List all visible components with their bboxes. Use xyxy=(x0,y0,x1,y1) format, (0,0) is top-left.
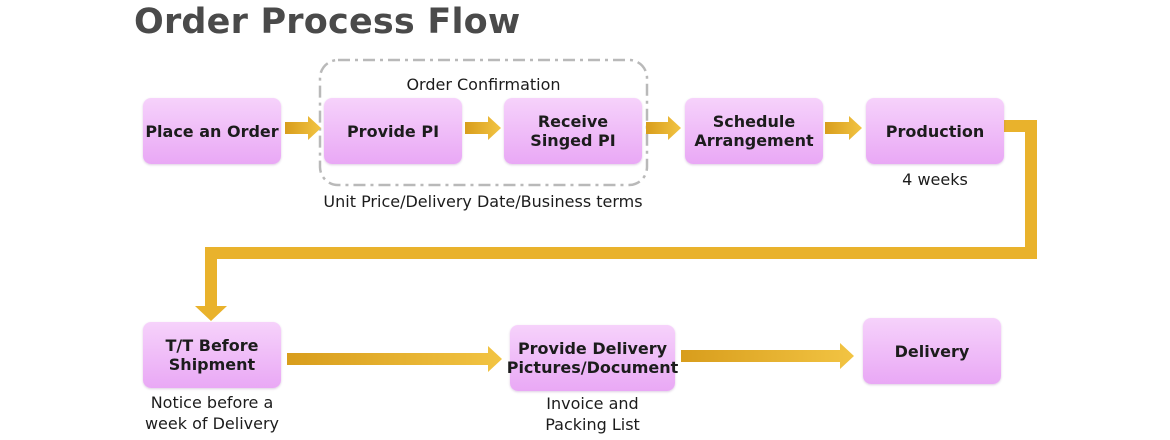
arrow-provide-to-receive xyxy=(465,116,501,140)
step-schedule-arrangement: Schedule Arrangement xyxy=(685,98,823,164)
notice-note: Notice before a week of Delivery xyxy=(144,393,280,433)
order-confirmation-group-border xyxy=(318,58,649,187)
arrow-provide-delivery-to-delivery xyxy=(681,343,854,369)
production-time-note: 4 weeks xyxy=(902,170,968,189)
order-confirmation-label: Order Confirmation xyxy=(406,75,561,94)
step-receive-signed-pi: Receive Singed PI xyxy=(504,98,642,164)
step-provide-pi: Provide PI xyxy=(324,98,462,164)
arrow-tt-to-provide-delivery xyxy=(287,346,502,372)
terms-note: Unit Price/Delivery Date/Business terms xyxy=(323,192,643,211)
arrow-receive-to-schedule xyxy=(646,116,681,140)
step-tt-before-shipment: T/T Before Shipment xyxy=(143,322,281,388)
step-provide-delivery-pictures: Provide Delivery Pictures/Document xyxy=(507,325,678,391)
invoice-note: Invoice and Packing List xyxy=(545,394,640,434)
step-place-order: Place an Order xyxy=(143,98,281,164)
step-production: Production xyxy=(866,98,1004,164)
arrow-place-to-provide xyxy=(285,116,321,140)
diagram-title: Order Process Flow xyxy=(134,2,521,42)
step-delivery: Delivery xyxy=(863,318,1001,384)
arrow-schedule-to-production xyxy=(825,116,862,140)
